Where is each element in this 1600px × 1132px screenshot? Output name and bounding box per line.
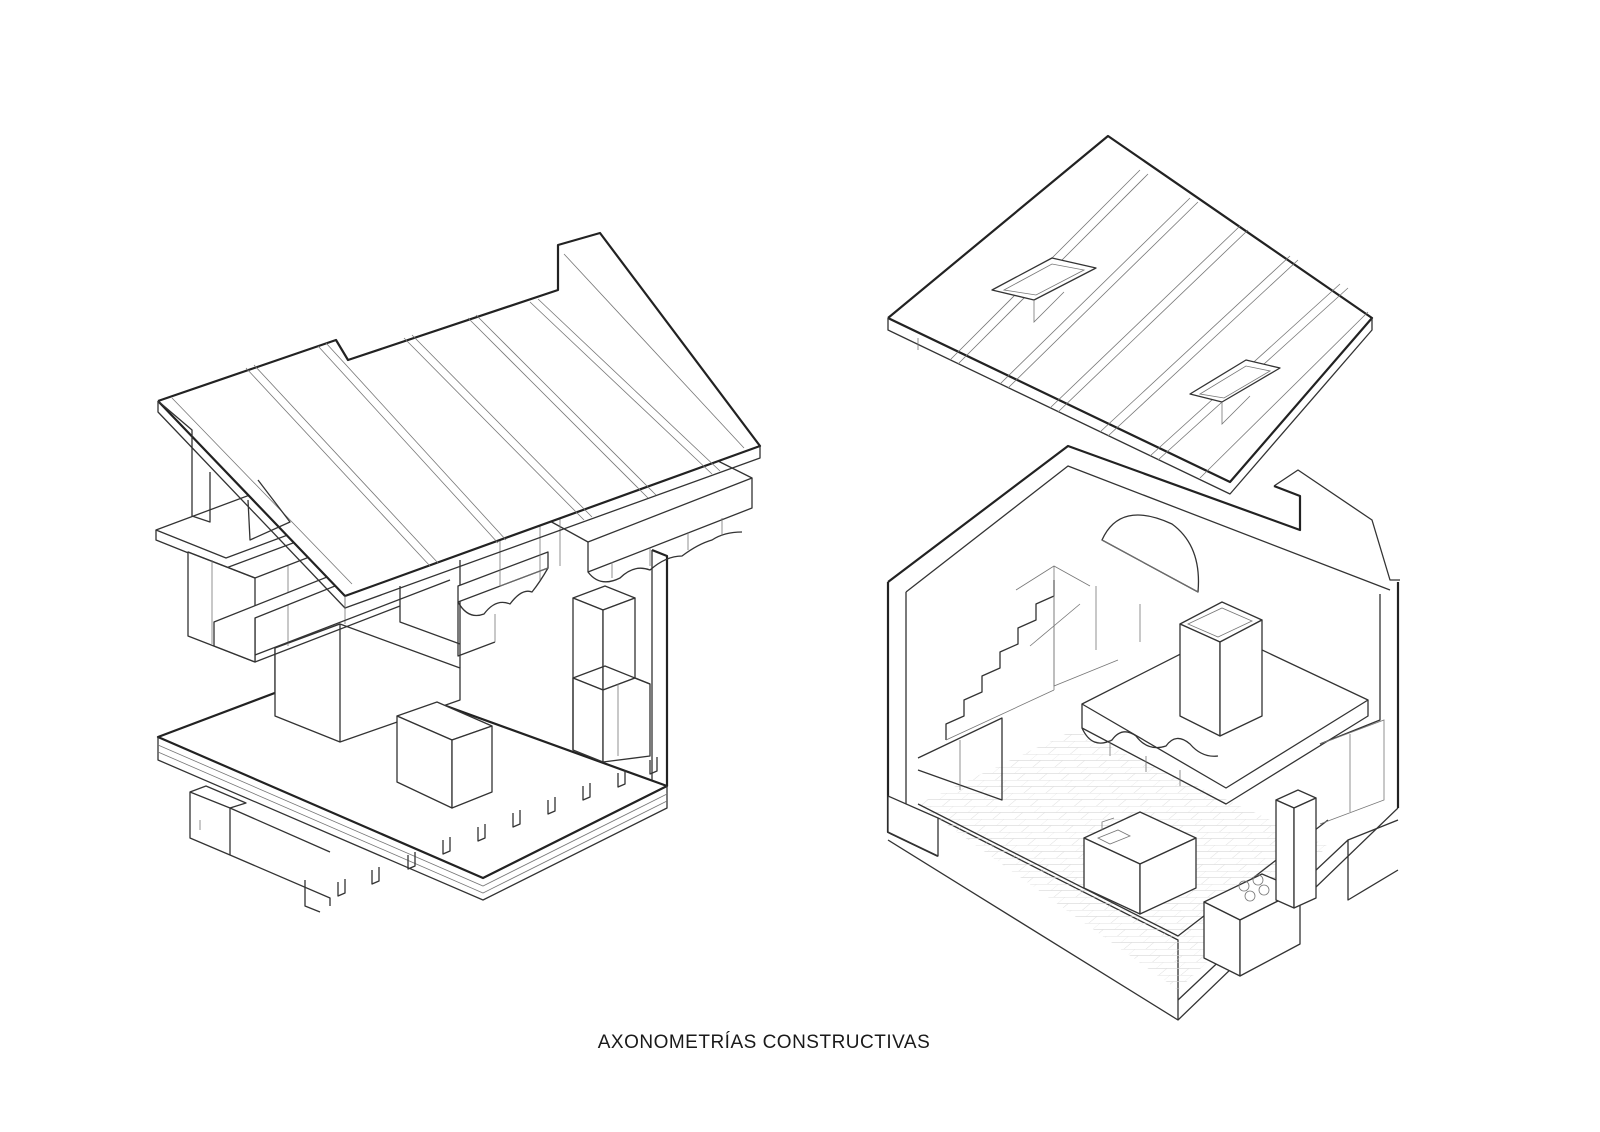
left-tall-cabinets: [572, 585, 651, 763]
left-roof: [157, 231, 762, 609]
right-axonometry: [886, 134, 1400, 1021]
drawing-caption: AXONOMETRÍAS CONSTRUCTIVAS: [597, 1032, 931, 1053]
left-island: [396, 701, 493, 809]
right-kitchen: [1083, 719, 1385, 977]
left-axonometry: [155, 231, 762, 913]
right-arch-window: [1101, 514, 1200, 593]
right-mezzanine: [1053, 580, 1369, 805]
right-roof: [887, 134, 1374, 495]
